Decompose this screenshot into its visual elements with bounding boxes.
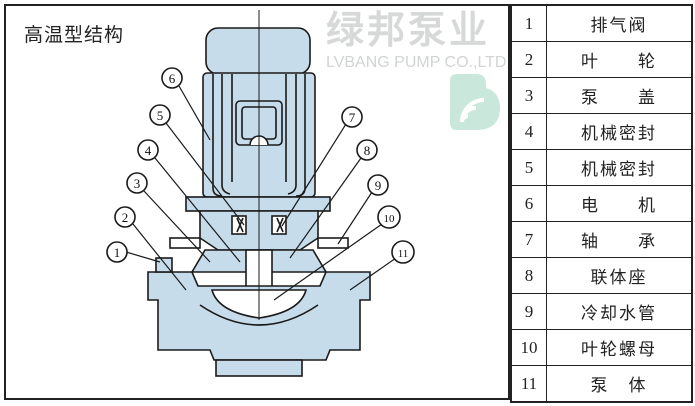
svg-text:3: 3: [134, 176, 141, 191]
callout-9: 9: [367, 174, 389, 196]
callout-1: 1: [106, 241, 128, 263]
svg-text:7: 7: [349, 110, 356, 125]
callouts: 1 2 3 4 5 6 7 8 9 10 11: [106, 67, 415, 264]
watermark-brand-cn: 绿邦泵业: [326, 8, 491, 52]
watermark-brand-en: LVBANG PUMP CO.,LTD: [326, 54, 507, 71]
diagram-title: 高温型结构: [24, 24, 125, 46]
callout-10: 10: [377, 205, 401, 229]
leader-lines: [125, 85, 397, 301]
svg-text:5: 5: [157, 108, 164, 123]
svg-text:6: 6: [169, 71, 176, 86]
cooling-pipe-right: [317, 237, 349, 249]
svg-text:9: 9: [375, 178, 382, 193]
cooling-pipe-left: [169, 237, 201, 249]
callout-3: 3: [126, 172, 148, 194]
svg-text:10: 10: [384, 213, 396, 225]
motor-fins: [212, 74, 306, 197]
callout-4: 4: [137, 139, 159, 161]
svg-text:1: 1: [114, 245, 121, 260]
svg-text:11: 11: [398, 248, 409, 260]
pump-drawing: 1 2 3 4 5 6 7 8 9 10 11: [106, 10, 415, 377]
motor-flange: [185, 196, 331, 212]
base: [215, 359, 303, 377]
motor-fan-cover: [205, 27, 311, 75]
callout-7: 7: [341, 106, 363, 128]
watermark-logo-icon: [450, 74, 500, 130]
diagram-frame: [4, 4, 510, 400]
callout-8: 8: [356, 139, 378, 161]
callout-11: 11: [391, 240, 415, 264]
svg-text:8: 8: [364, 143, 371, 158]
callout-6: 6: [161, 67, 183, 89]
callout-5: 5: [149, 104, 171, 126]
svg-text:2: 2: [122, 210, 129, 225]
svg-text:4: 4: [145, 143, 152, 158]
callout-2: 2: [114, 206, 136, 228]
